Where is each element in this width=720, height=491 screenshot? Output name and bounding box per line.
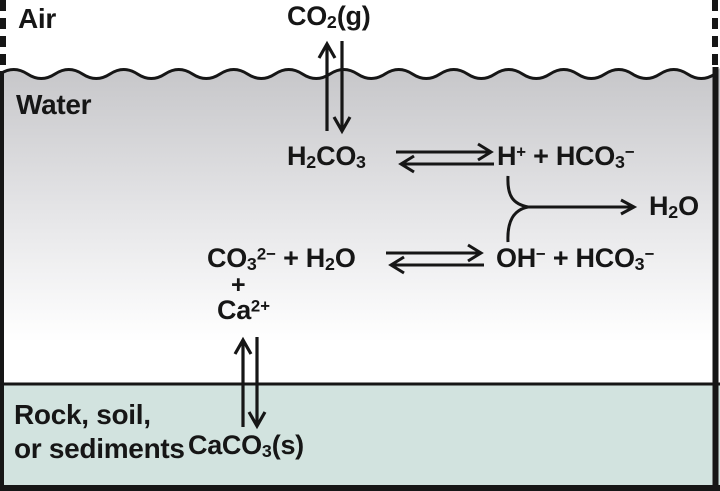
- carbonic-acid-formula: H2CO3: [287, 141, 366, 173]
- equilibrium-arrows-1: [396, 142, 494, 174]
- co2-exchange-arrows: [317, 40, 352, 135]
- co2-gas-formula: CO2(g): [287, 1, 371, 33]
- neutralization-merge-arrow: [506, 175, 638, 243]
- rock-region-background: [0, 383, 720, 491]
- merge-top-curve: [506, 175, 529, 209]
- equilibrium-arrows-2: [386, 243, 484, 275]
- caco3-exchange-arrows: [233, 336, 267, 430]
- co2-up-arrowhead: [317, 40, 337, 59]
- hydroxide-bicarbonate-formula: OH− + HCO3−: [496, 243, 655, 275]
- carbonate-water-formula: CO32− + H2O: [207, 243, 356, 275]
- proton-bicarbonate-formula: H+ + HCO3−: [497, 141, 635, 173]
- water-product-formula: H2O: [649, 191, 699, 223]
- water-region-label: Water: [16, 89, 92, 120]
- water-surface-wave-line: [0, 68, 716, 80]
- merge-bottom-curve: [506, 205, 529, 243]
- calcium-carbonate-formula: CaCO3(s): [188, 430, 304, 462]
- calcium-ion-formula: Ca2+: [217, 295, 271, 325]
- air-fill-above-wave: [0, 40, 720, 79]
- plus-sign-label: +: [231, 271, 246, 299]
- caco3-up-arrowhead: [233, 336, 253, 355]
- eq1-forward-arrowhead: [477, 142, 494, 162]
- eq2-forward-arrowhead: [467, 243, 484, 263]
- eq1-reverse-arrowhead: [398, 154, 415, 174]
- co2-down-arrowhead: [332, 116, 352, 135]
- eq2-reverse-arrowhead: [388, 255, 405, 275]
- water-surface: [0, 40, 720, 80]
- water-region-background: [0, 66, 720, 366]
- rock-region-label: Rock, soil, or sediments: [14, 399, 185, 464]
- air-region-label: Air: [18, 3, 56, 34]
- caco3-down-arrowhead: [247, 411, 267, 430]
- merge-arrowhead: [620, 198, 638, 216]
